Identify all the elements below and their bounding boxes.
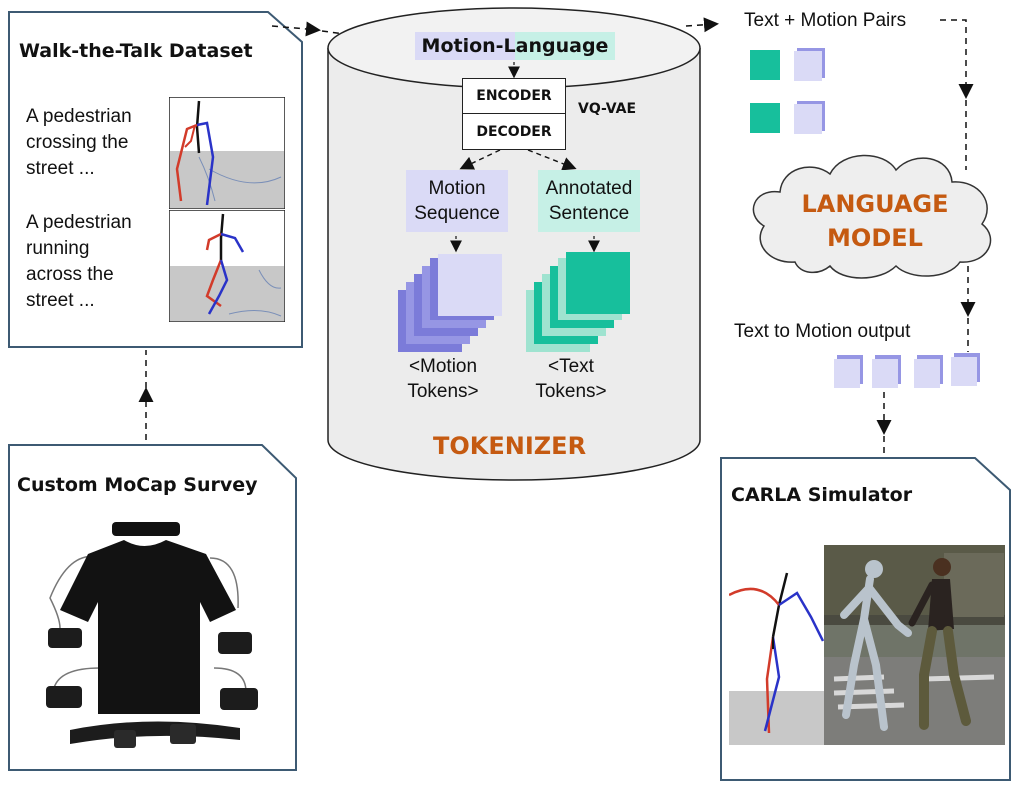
carla-title: CARLA Simulator (731, 484, 913, 506)
skeleton-icon (169, 97, 285, 209)
tokenizer-cylinder (327, 7, 701, 481)
motion-tokens-label: <Motion Tokens> (407, 356, 479, 402)
vqvae-label: VQ-VAE (578, 101, 637, 117)
arrow-tokenizer-to-pairs (685, 17, 719, 33)
arrow-dataset-to-tokenizer (271, 21, 321, 37)
dataset-caption-1: A pedestrian crossing the street ... (26, 106, 132, 179)
encoder-box: ENCODER (462, 78, 566, 114)
pedestrian-icon (824, 545, 1005, 745)
cloud-icon (752, 154, 992, 279)
skeleton-icon (729, 545, 824, 745)
decoder-box: DECODER (462, 113, 566, 150)
mocap-suit-icon (46, 522, 258, 748)
motion-language-header: Motion-Language (415, 32, 615, 60)
pairs-title: Text + Motion Pairs (744, 10, 907, 31)
tokenizer-label: TOKENIZER (433, 432, 587, 460)
dataset-caption-2: A pedestrian running across the street .… (26, 212, 132, 311)
motion-sequence-box: Motion Sequence (406, 170, 508, 232)
language-model-label: LANGUAGE MODEL (801, 190, 949, 252)
skeleton-icon (169, 210, 285, 322)
mocap-title: Custom MoCap Survey (17, 474, 258, 496)
text-tokens-label: <Text Tokens> (535, 356, 607, 402)
dataset-title: Walk-the-Talk Dataset (19, 40, 253, 62)
annotated-sentence-box: Annotated Sentence (538, 170, 640, 232)
arrow-pairs-to-lm (940, 19, 974, 99)
output-title: Text to Motion output (734, 321, 911, 342)
arrow-decoder-to-motion (459, 149, 501, 170)
